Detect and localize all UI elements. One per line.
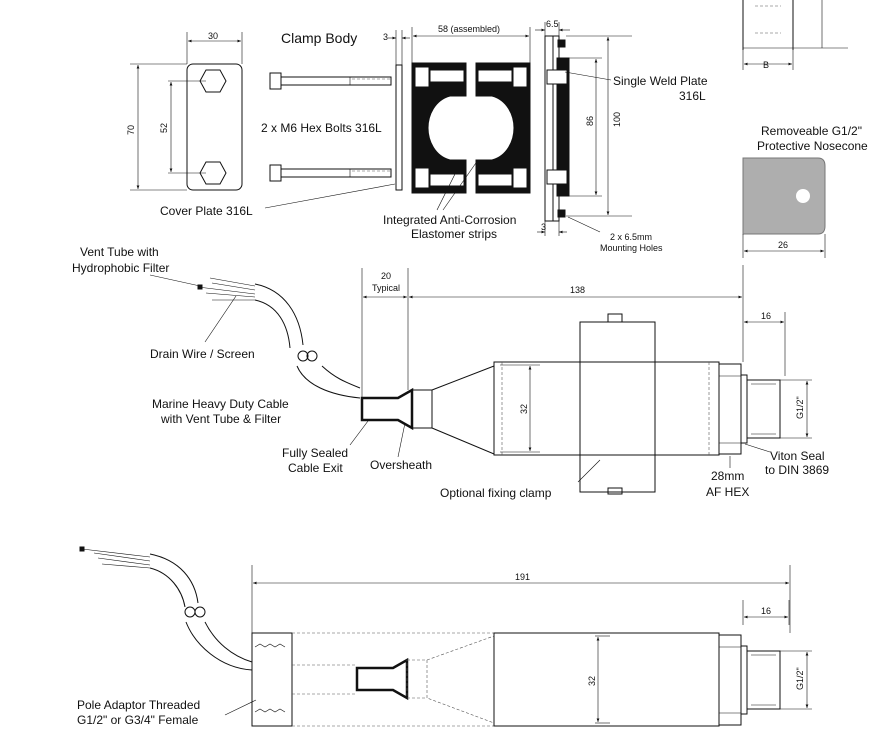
sensor-cone <box>431 365 495 455</box>
thread-g12 <box>746 379 781 439</box>
clamp-half-left <box>411 62 467 194</box>
clamp-body-title: Clamp Body <box>281 30 357 46</box>
drain-wire-label: Drain Wire / Screen <box>150 347 255 361</box>
clamp-section: Clamp Body 30 70 52 Cover Plate 316L <box>126 19 708 253</box>
dim-20: 20 <box>381 271 391 281</box>
vent-label-1: Vent Tube with <box>80 245 159 259</box>
exit-label-1: Fully Sealed <box>282 446 348 460</box>
dim-138: 138 <box>570 285 585 295</box>
weld-label-2: 316L <box>679 89 706 103</box>
dim-3b: 3 <box>541 222 546 232</box>
cable-label-2: with Vent Tube & Filter <box>160 412 281 426</box>
pole-adaptor <box>251 632 293 727</box>
nosecone-label-2: Protective Nosecone <box>757 139 868 153</box>
dim-typical: Typical <box>372 283 400 293</box>
nosecone-section: Removeable G1/2" Protective Nosecone 26 <box>742 124 868 258</box>
viton-label-1: Viton Seal <box>770 449 825 463</box>
dim-16: 16 <box>761 311 771 321</box>
dim-32b: 32 <box>587 676 597 686</box>
dim-70: 70 <box>126 125 136 135</box>
viton-seal <box>740 374 748 444</box>
dim-6-5: 6.5 <box>546 19 559 29</box>
hex-label-1: 28mm <box>711 469 744 483</box>
partial-view-b: B <box>742 0 848 70</box>
hex-bolts-label: 2 x M6 Hex Bolts 316L <box>261 121 382 135</box>
nosecone-body <box>742 157 826 235</box>
oversheath-label: Oversheath <box>370 458 432 472</box>
thread-g12-2 <box>746 650 781 710</box>
cable-exit <box>360 387 414 431</box>
clamp-thin-plate <box>395 64 403 191</box>
cover-plate-label: Cover Plate 316L <box>160 204 253 218</box>
sensor-assembly-2: 191 16 32 G1/2" Pole Adaptor Threaded <box>77 546 812 727</box>
cover-plate <box>186 63 243 191</box>
weld-label-1: Single Weld Plate <box>613 74 708 88</box>
elastomer-strip <box>435 102 448 118</box>
hex-label-2: AF HEX <box>706 485 749 499</box>
dim-thread-2: G1/2" <box>795 667 805 690</box>
holes-label-1: 2 x 6.5mm <box>610 232 652 242</box>
dim-32: 32 <box>519 404 529 414</box>
hex-bolt-bottom <box>269 164 392 182</box>
sensor-body-2 <box>493 632 720 727</box>
dim-16b: 16 <box>761 606 771 616</box>
dim-b: B <box>763 60 769 70</box>
vent-wires-2 <box>79 546 151 569</box>
elastomer-strip <box>494 137 507 153</box>
dim-thread: G1/2" <box>795 396 805 419</box>
hex-nut <box>718 363 742 455</box>
nosecone-hole <box>796 189 810 203</box>
cable-label-1: Marine Heavy Duty Cable <box>152 397 289 411</box>
dim-191: 191 <box>515 572 530 582</box>
hex-nut-2 <box>718 634 742 726</box>
dim-3: 3 <box>383 32 388 42</box>
dim-52: 52 <box>159 123 169 133</box>
oversheath <box>411 389 433 429</box>
elastomer-strip <box>494 102 507 118</box>
dim-30: 30 <box>208 31 218 41</box>
elastomer-strip <box>435 137 448 153</box>
weld-plate <box>544 35 570 222</box>
sensor-assembly-1: Vent Tube with Hydrophobic Filter Drain … <box>72 245 829 500</box>
cable-exit-2 <box>355 657 409 701</box>
clamp-half-right <box>475 62 531 194</box>
nosecone-label-1: Removeable G1/2" <box>761 124 862 138</box>
fixing-clamp <box>579 321 656 493</box>
adaptor-label-1: Pole Adaptor Threaded <box>77 698 200 712</box>
strips-label-1: Integrated Anti-Corrosion <box>383 213 516 227</box>
exit-label-2: Cable Exit <box>288 461 343 475</box>
vent-wires <box>197 277 256 301</box>
dim-58: 58 (assembled) <box>438 24 500 34</box>
cable-lower <box>296 365 361 399</box>
dim-100: 100 <box>612 112 622 127</box>
hex-bolt-top <box>269 72 392 90</box>
cable-upper <box>254 283 304 346</box>
vent-label-2: Hydrophobic Filter <box>72 261 169 275</box>
fixing-clamp-label: Optional fixing clamp <box>440 486 552 500</box>
holes-label-2: Mounting Holes <box>600 243 663 253</box>
viton-label-2: to DIN 3869 <box>765 463 829 477</box>
adaptor-label-2: G1/2" or G3/4" Female <box>77 713 199 727</box>
dim-26: 26 <box>778 240 788 250</box>
strips-label-2: Elastomer strips <box>411 227 497 241</box>
dim-86: 86 <box>585 116 595 126</box>
